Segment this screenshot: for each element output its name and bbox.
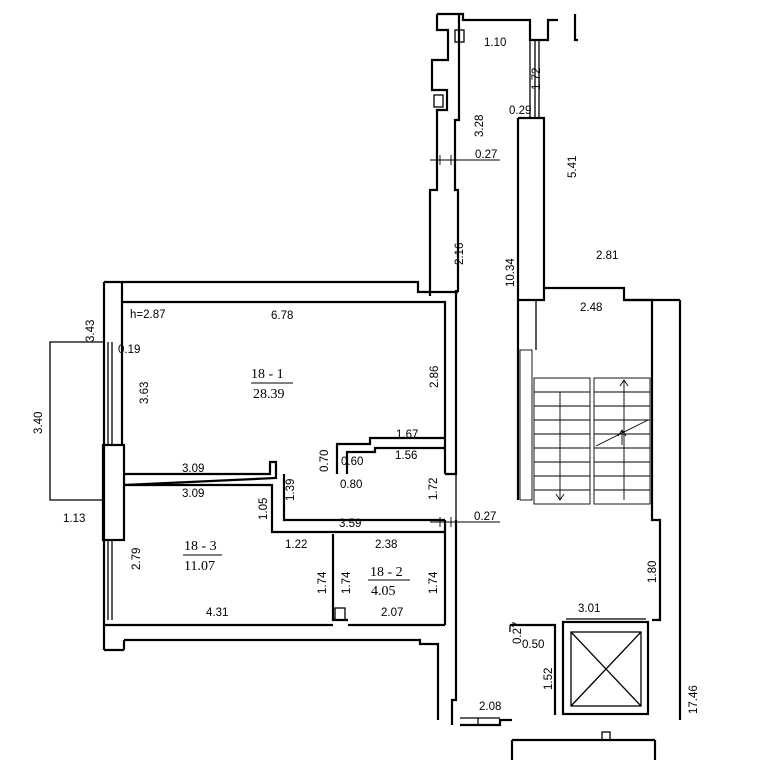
dim-label: 3.09: [182, 463, 204, 475]
dim-label: 2.07: [381, 607, 403, 619]
dim-label: 1.72: [428, 478, 440, 500]
dim-label: 2.08: [479, 701, 501, 713]
dim-label: 3.40: [33, 412, 45, 434]
room-18-1-id: 18 - 1: [251, 367, 284, 382]
room-18-2-area: 4.05: [371, 584, 396, 599]
dim-label: 3.28: [474, 115, 486, 137]
staircase: [519, 349, 651, 505]
ceiling-height-label: h=2.87: [130, 309, 166, 321]
upper-corridor-walls: [428, 12, 578, 302]
dim-label: 1.39: [285, 479, 297, 501]
dimension-lines: [430, 155, 500, 527]
dim-label: 1.10: [484, 37, 506, 49]
dim-label: 0.50: [522, 639, 544, 651]
dim-label: 1.72: [531, 68, 543, 90]
dim-label: 0.60: [341, 456, 363, 468]
dim-label: 1.52: [543, 668, 555, 690]
dim-label: 0.80: [340, 479, 362, 491]
apartment-walls: [49, 280, 458, 725]
dim-label: 1.80: [647, 561, 659, 583]
dim-label: 3.01: [578, 603, 600, 615]
dim-label: 0.70: [319, 450, 331, 472]
dim-label: 1.74: [317, 571, 329, 594]
dim-label: 2.16: [454, 243, 466, 265]
room-18-2-label: 18 - 2 4.05: [368, 565, 410, 599]
dim-label: 0.27: [475, 149, 497, 161]
dim-label: 3.09: [182, 488, 204, 500]
dim-label: 3.63: [139, 382, 151, 404]
dim-label: 1.22: [285, 539, 307, 551]
dim-label: 4.31: [206, 607, 228, 619]
dim-label: 0.29: [509, 105, 531, 117]
dim-label: 0.27: [512, 622, 524, 644]
dim-label: 1.74: [341, 571, 353, 594]
stair-hall-walls: [516, 286, 682, 720]
room-18-1-area: 28.39: [253, 387, 285, 402]
bottom-entrance: [460, 717, 657, 760]
room-18-3-label: 18 - 3 11.07: [183, 539, 222, 574]
dim-label: 2.79: [131, 548, 143, 570]
dim-label: 3.59: [339, 518, 361, 530]
dim-label: 10.34: [505, 258, 517, 287]
dim-label: 2.38: [375, 539, 397, 551]
dim-label: 2.86: [429, 366, 441, 388]
dim-label: 3.43: [85, 320, 97, 342]
dim-label: 6.78: [271, 310, 293, 322]
dim-label: 0.19: [118, 344, 140, 356]
dim-label: 0.27: [474, 511, 496, 523]
dim-label: 2.48: [580, 302, 602, 314]
dim-label: 2.81: [596, 250, 618, 262]
room-18-3-area: 11.07: [184, 559, 215, 574]
dim-label: 1.13: [63, 513, 85, 525]
dim-label: 17.46: [688, 685, 700, 714]
room-18-1-label: 18 - 1 28.39: [251, 367, 293, 402]
dim-label: 1.56: [395, 450, 417, 462]
dim-label: 1.67: [396, 429, 418, 441]
room-18-3-id: 18 - 3: [184, 539, 217, 554]
room-18-2-id: 18 - 2: [370, 565, 403, 580]
elevator-shaft: [509, 618, 650, 716]
dim-label: 1.74: [428, 571, 440, 594]
dim-label: 1.05: [258, 498, 270, 520]
dim-label: 5.41: [567, 156, 579, 178]
